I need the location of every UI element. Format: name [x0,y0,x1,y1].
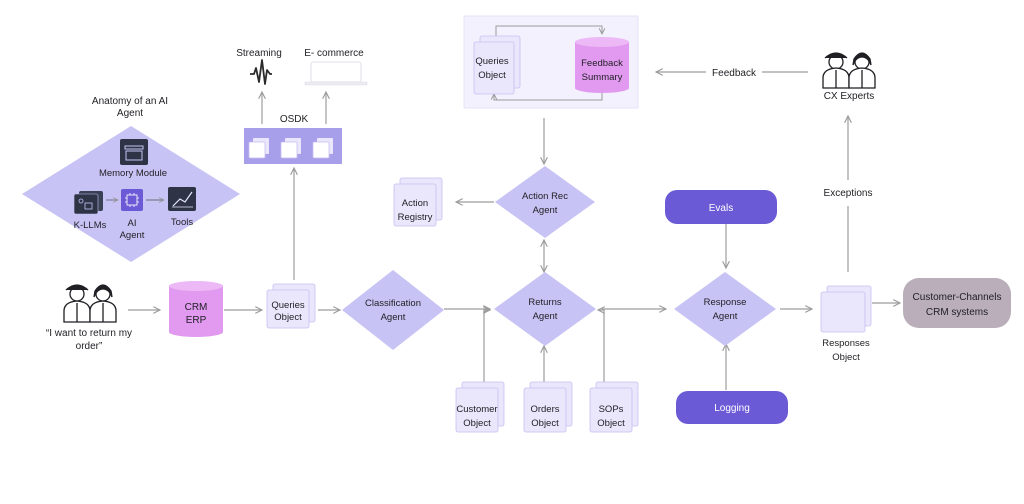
ecommerce-label: E- commerce [304,48,364,59]
streaming-label: Streaming [236,48,282,59]
customer-channels-pill: Customer-Channels CRM systems [903,278,1011,328]
osdk-card-3 [312,138,333,159]
archive-icon [120,139,148,165]
queries-object-line2: Object [274,312,302,323]
chart-tool-icon [168,187,196,211]
response-agent: Response Agent [674,272,776,346]
tools-label: Tools [171,217,193,228]
action-rec-agent-line1: Action Rec [522,191,568,202]
waveform-icon [250,59,272,85]
anatomy-section: Anatomy of an AI Agent Memory Module K-L… [22,96,240,262]
feedback-summary-line1: Feedback [581,58,623,69]
anatomy-title-line1: Anatomy of an AI [92,96,168,107]
action-registry: Action Registry [393,177,443,227]
customer-section: “I want to return my order” [46,284,132,352]
customer-quote-line2: order” [76,341,103,352]
memory-module-label: Memory Module [99,168,167,179]
cx-experts-icon [822,52,876,89]
exceptions-label: Exceptions [824,188,873,199]
returns-agent-line1: Returns [528,297,562,308]
action-rec-agent-line2: Agent [533,205,558,216]
feedback-summary-database: Feedback Summary [575,37,629,93]
responses-object: Responses Object [820,285,872,363]
queries-object-line1: Queries [271,300,305,311]
evals-label: Evals [709,203,733,214]
returns-agent: Returns Agent [494,272,596,346]
arrow-customer-to-returns [484,310,490,384]
returns-agent-line2: Agent [533,311,558,322]
action-registry-line2: Registry [398,212,433,223]
panel-queries-line1: Queries [475,56,509,67]
panel-loop-top [495,25,602,36]
action-rec-agent: Action Rec Agent [495,166,595,238]
responses-object-line1: Responses [822,338,870,349]
feedback-panel: Queries Object Feedback Summary [463,15,639,109]
connectors [128,72,900,390]
cx-experts-section: CX Experts [822,52,876,102]
anatomy-title-line2: Agent [117,108,143,119]
customer-channels-line1: Customer-Channels [913,292,1002,303]
arrow-sops-to-returns [598,310,604,384]
classification-agent-line1: Classification [365,298,421,309]
sops-object-line1: SOPs [599,404,624,415]
customer-channels-line2: CRM systems [926,307,988,318]
osdk-card-2 [280,138,301,159]
classification-agent: Classification Agent [342,270,444,350]
ai-agent-label-line1: AI [128,218,137,229]
crm-erp-database: CRM ERP [169,281,223,337]
panel-queries-line2: Object [478,70,506,81]
evals-pill: Evals [665,190,777,224]
panel-loop-bottom [494,92,603,101]
sops-object: SOPs Object [589,381,639,433]
osdk-section: Streaming E- commerce OSDK [236,48,368,164]
responses-object-line2: Object [832,352,860,363]
response-agent-line1: Response [704,297,747,308]
customer-people-icon [63,284,117,323]
sops-object-line2: Object [597,418,625,429]
logging-label: Logging [714,403,750,414]
orders-object: Orders Object [523,381,573,433]
logging-pill: Logging [676,391,788,424]
customer-object-line2: Object [463,418,491,429]
crm-label: CRM [185,302,208,313]
orders-object-line2: Object [531,418,559,429]
osdk-card-1 [248,138,269,159]
laptop-icon [304,61,368,86]
cx-experts-label: CX Experts [824,91,875,102]
response-agent-line2: Agent [713,311,738,322]
feedback-summary-line2: Summary [582,72,623,83]
k-llms-icon [73,191,103,215]
erp-label: ERP [186,315,207,326]
customer-quote-line1: “I want to return my [46,328,132,339]
ai-agent-label-line2: Agent [120,230,145,241]
ai-chip-icon [121,189,143,211]
k-llms-label: K-LLMs [74,220,107,231]
orders-object-line1: Orders [530,404,559,415]
classification-agent-line2: Agent [381,312,406,323]
queries-object: Queries Object [266,283,316,329]
osdk-label: OSDK [280,114,309,125]
feedback-arrow-label: Feedback [712,68,757,79]
customer-object: Customer Object [455,381,505,433]
customer-object-line1: Customer [456,404,497,415]
action-registry-line1: Action [402,198,428,209]
